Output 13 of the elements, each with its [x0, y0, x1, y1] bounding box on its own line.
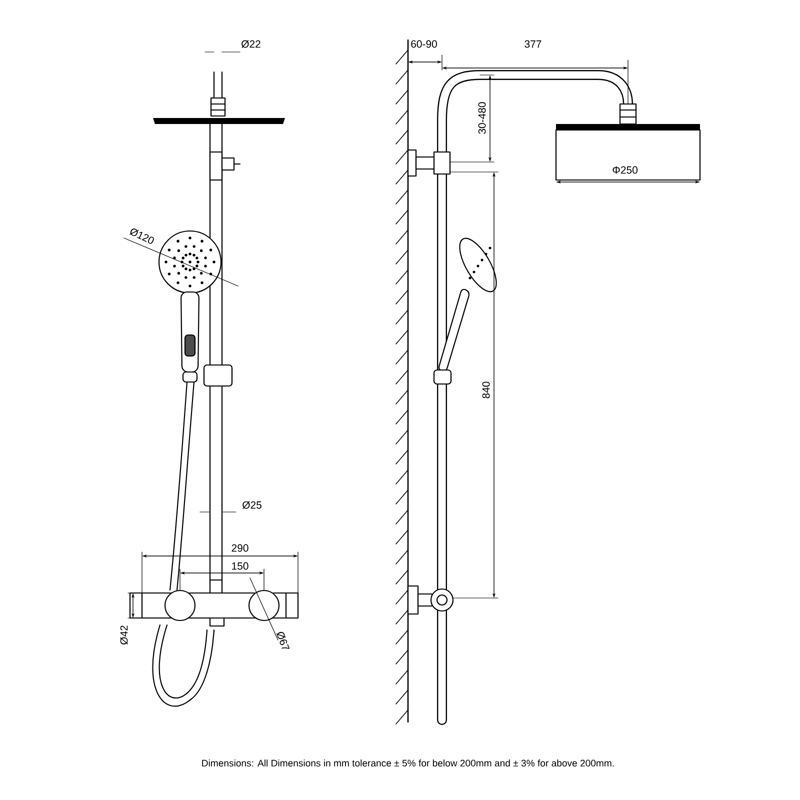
dimension-label: 377	[524, 40, 542, 48]
dimension-label: 840	[482, 382, 490, 398]
dimension-label: 150	[232, 562, 248, 570]
dimension-label: Ø22	[241, 40, 260, 48]
dimension-label: Ø42	[120, 626, 128, 645]
dimension-label: Ø25	[242, 501, 262, 509]
dimension-label: Φ250	[612, 166, 638, 174]
caption: Dimensions: All Dimensions in mm tolerance ± 5% for below 200mm and ± 3% for above 200mm.	[202, 760, 614, 767]
dimension-label: 60-90	[411, 40, 437, 48]
dimension-label: Ø120	[129, 228, 154, 244]
dimension-label: 290	[232, 544, 248, 552]
dimension-label: Ø67	[276, 632, 290, 649]
dimension-label: 30-480	[478, 102, 486, 134]
